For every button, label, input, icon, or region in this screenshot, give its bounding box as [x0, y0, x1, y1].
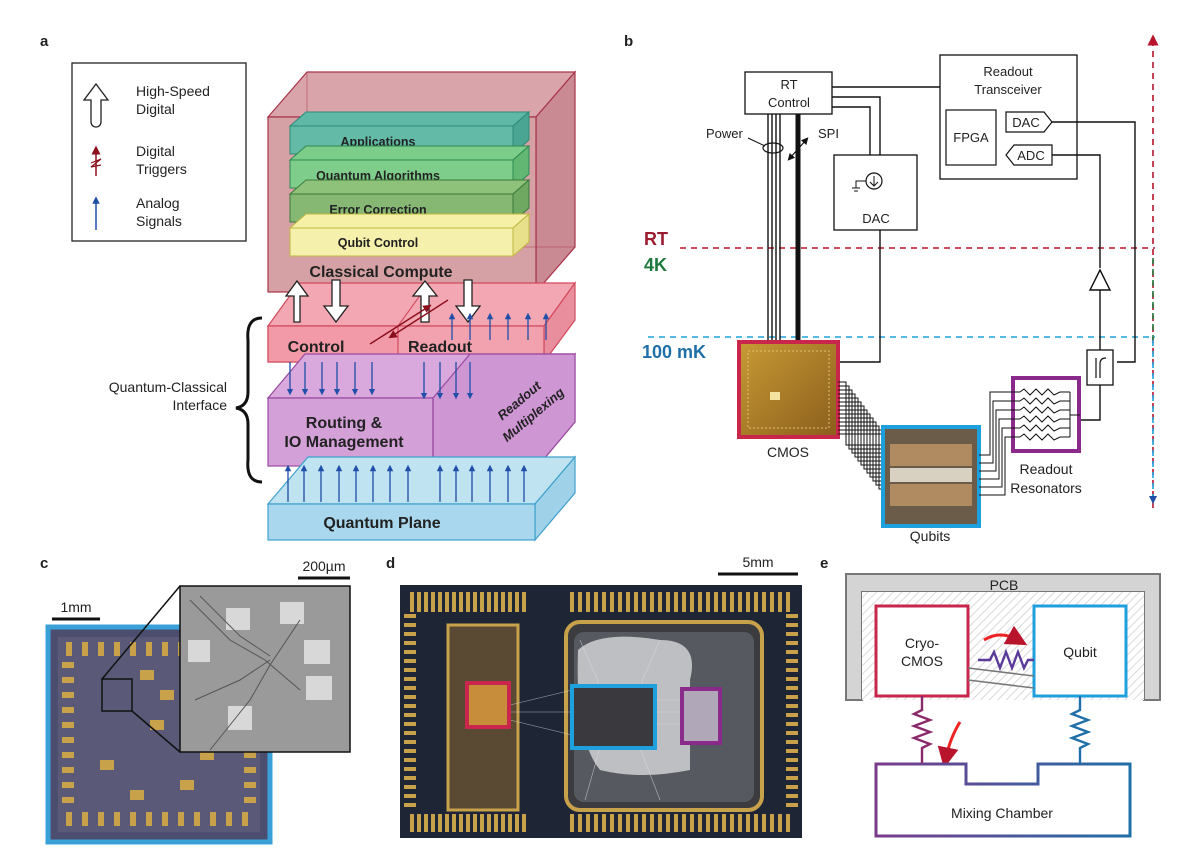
cryo-cmos-label: Cryo-	[905, 635, 940, 651]
panel-label-d: d	[386, 555, 395, 572]
interface-label: Quantum-Classical	[109, 379, 227, 395]
rt-control-label-2: Control	[768, 95, 810, 110]
resonators-label-2: Resonators	[1010, 480, 1082, 496]
rt-label: RT	[644, 229, 668, 249]
scale-5mm-label: 5mm	[742, 554, 773, 570]
spi-arrow	[787, 137, 809, 161]
readout-transceiver-label-2: Transceiver	[974, 82, 1042, 97]
resonators-label: Readout	[1020, 461, 1073, 477]
scale-200um-label: 200µm	[302, 558, 345, 574]
4k-label: 4K	[644, 255, 667, 275]
panel-label-c: c	[40, 555, 48, 572]
scale-1mm-label: 1mm	[60, 599, 91, 615]
power-bundle	[762, 142, 784, 154]
panel-label-e: e	[820, 555, 828, 572]
cmos-label: CMOS	[767, 444, 809, 460]
software-layers: Applications Quantum Algorithms Error Co…	[288, 110, 531, 258]
high-speed-arrows	[284, 279, 482, 324]
legend-analog-label-2: Signals	[136, 213, 182, 229]
legend-triggers-label-2: Triggers	[136, 161, 187, 177]
legend-triggers-label: Digital	[136, 143, 175, 159]
fpga-label: FPGA	[953, 130, 989, 145]
package-photo	[400, 585, 802, 838]
legend-high-speed-label-2: Digital	[136, 101, 175, 117]
dac-box	[833, 154, 918, 231]
digital-trigger-arrows	[369, 299, 449, 345]
quantum-plane-label: Quantum Plane	[323, 515, 440, 532]
mixing-chamber-label: Mixing Chamber	[951, 805, 1053, 821]
panel-label-a: a	[40, 33, 49, 50]
cmos-chip	[737, 340, 840, 439]
rt-control-box	[744, 71, 833, 115]
legend-high-speed-label: High-Speed	[136, 83, 210, 99]
qubits-label: Qubits	[910, 528, 950, 544]
fpga-box	[945, 109, 997, 166]
amplifier-icon	[1088, 268, 1112, 291]
dac-tx-label: DAC	[1012, 115, 1039, 130]
readout-label: Readout	[408, 339, 473, 356]
chip-micrograph	[45, 585, 351, 845]
readout-resonators	[1011, 376, 1081, 453]
cryo-cmos-label-2: CMOS	[901, 653, 943, 669]
cmos-qubit-bus	[838, 381, 886, 498]
qubit-label: Qubit	[1063, 644, 1097, 660]
legend-analog-label: Analog	[136, 195, 180, 211]
thermal-diagram	[845, 573, 1161, 838]
legend: High-Speed Digital Digital Triggers Anal…	[71, 62, 247, 242]
qubit-control-label: Qubit Control	[338, 236, 419, 250]
digital-trigger-icon	[90, 145, 102, 176]
interface-brace	[235, 316, 263, 484]
dac-label: DAC	[862, 211, 889, 226]
high-speed-digital-icon	[82, 82, 110, 128]
readout-transceiver-label: Readout	[983, 64, 1033, 79]
adc-label: ADC	[1017, 148, 1044, 163]
routing-label: Routing &	[306, 415, 383, 432]
power-label: Power	[706, 126, 744, 141]
100mk-label: 100 mK	[642, 342, 706, 362]
analog-signal-arrows	[284, 312, 550, 502]
rt-control-label: RT	[780, 77, 797, 92]
panel-label-b: b	[624, 33, 633, 50]
io-management-label: IO Management	[284, 434, 404, 451]
interface-label-2: Interface	[173, 397, 228, 413]
dac-tx-box	[1005, 111, 1053, 133]
spi-label: SPI	[818, 126, 839, 141]
classical-compute-label: Classical Compute	[309, 264, 452, 281]
quantum-plane	[266, 455, 577, 542]
pcb-label: PCB	[990, 577, 1019, 593]
control-label: Control	[288, 339, 345, 356]
routing-layer	[266, 352, 577, 468]
